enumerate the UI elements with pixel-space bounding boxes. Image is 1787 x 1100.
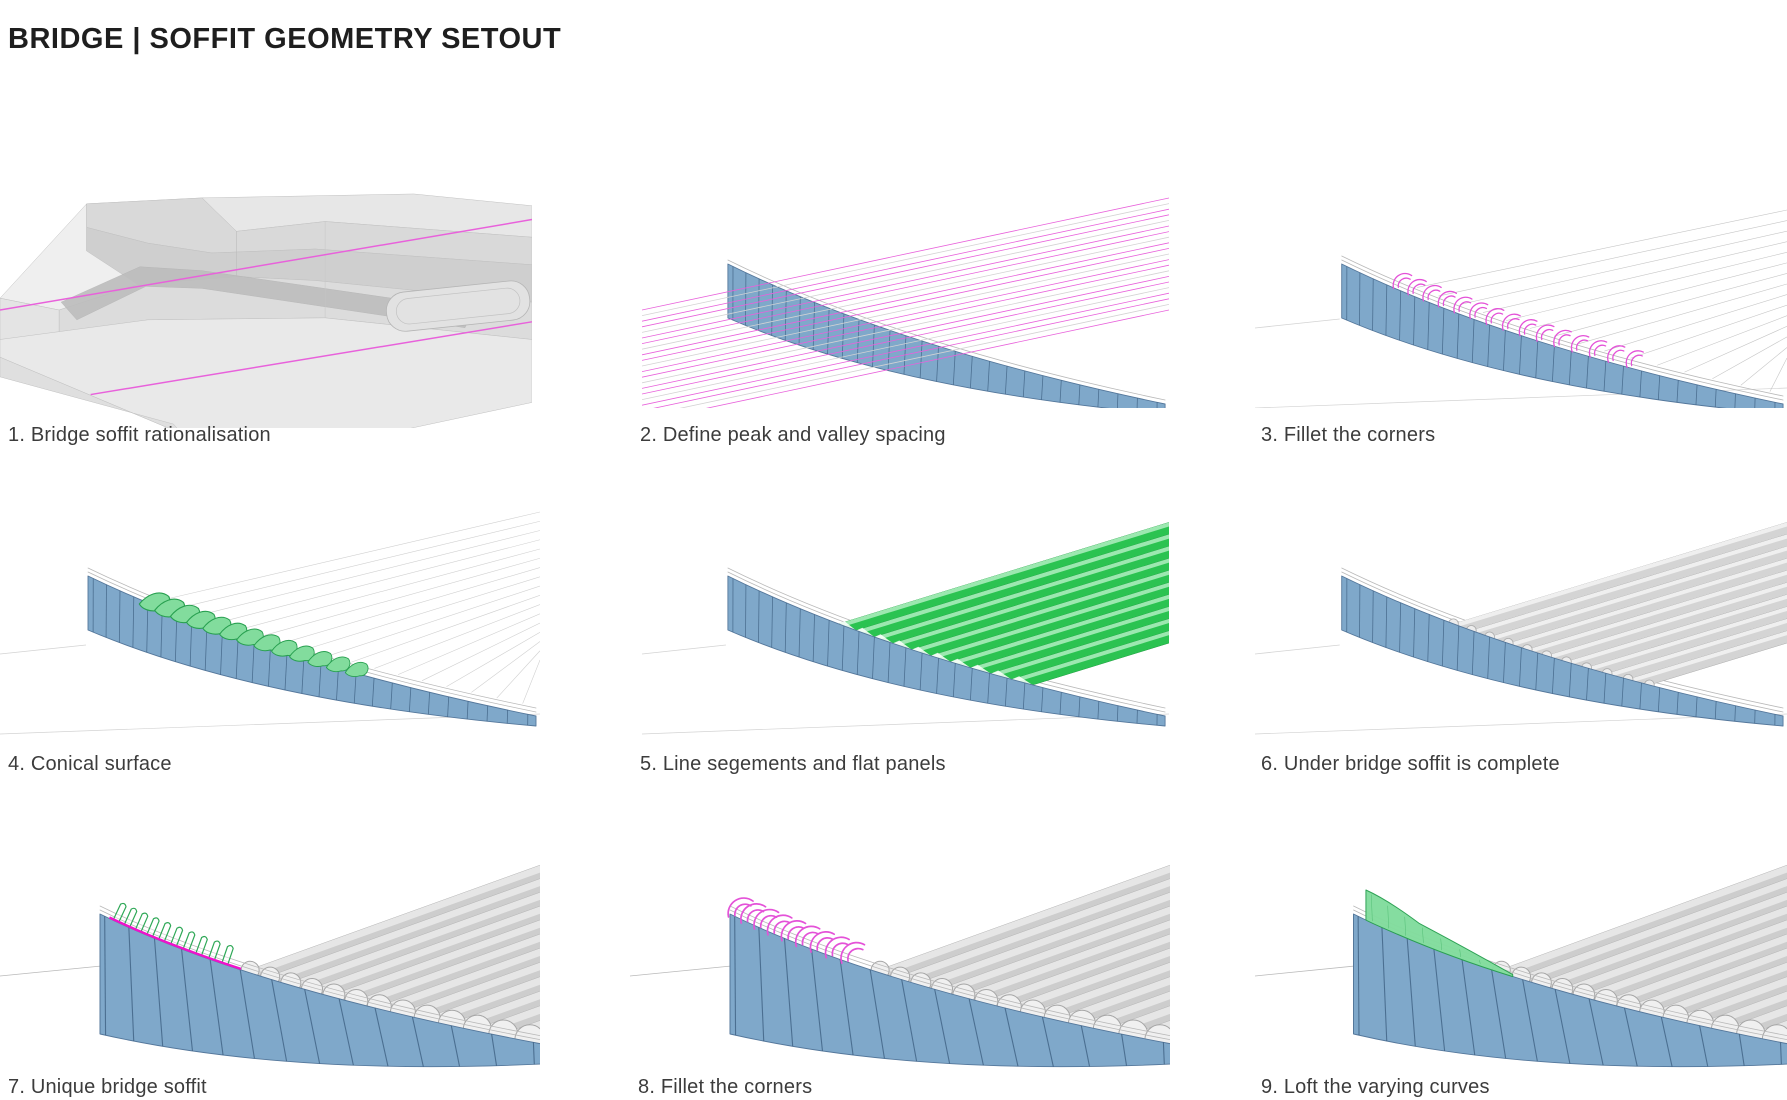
step-drawing-5 bbox=[642, 522, 1169, 735]
step-drawing-4 bbox=[0, 511, 540, 735]
sheet-title: BRIDGE | SOFFIT GEOMETRY SETOUT bbox=[8, 23, 562, 56]
step-figure-8 bbox=[630, 862, 1170, 1074]
step-figure-4 bbox=[0, 498, 540, 742]
step-figure-2 bbox=[642, 196, 1169, 408]
step-caption-7: 7. Unique bridge soffit bbox=[8, 1076, 207, 1098]
step-drawing-1 bbox=[0, 193, 532, 428]
step-figure-9 bbox=[1255, 862, 1787, 1074]
step-drawing-2 bbox=[642, 197, 1169, 408]
step-drawing-6 bbox=[1255, 522, 1787, 735]
step-caption-9: 9. Loft the varying curves bbox=[1261, 1076, 1490, 1098]
step-figure-5 bbox=[642, 498, 1169, 742]
step-caption-3: 3. Fillet the corners bbox=[1261, 424, 1436, 446]
step-drawing-3 bbox=[1255, 209, 1787, 408]
step-drawing-9 bbox=[1255, 864, 1787, 1068]
step-caption-6: 6. Under bridge soffit is complete bbox=[1261, 753, 1560, 775]
step-drawing-7 bbox=[0, 864, 540, 1068]
step-figure-6 bbox=[1255, 498, 1787, 742]
step-caption-2: 2. Define peak and valley spacing bbox=[640, 424, 946, 446]
step-caption-8: 8. Fillet the corners bbox=[638, 1076, 813, 1098]
step-figure-1 bbox=[0, 192, 532, 428]
step-figure-7 bbox=[0, 862, 540, 1074]
step-caption-1: 1. Bridge soffit rationalisation bbox=[8, 424, 271, 446]
step-drawing-8 bbox=[630, 864, 1170, 1068]
step-caption-4: 4. Conical surface bbox=[8, 753, 172, 775]
step-caption-5: 5. Line segements and flat panels bbox=[640, 753, 946, 775]
step-figure-3 bbox=[1255, 196, 1787, 408]
